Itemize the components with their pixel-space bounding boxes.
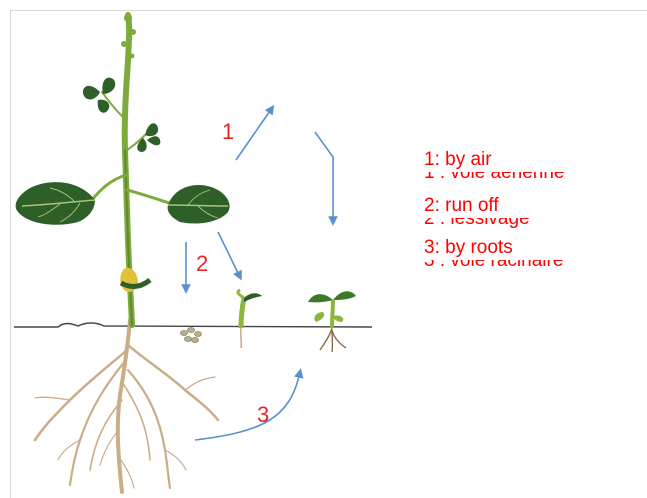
root-system <box>35 320 218 492</box>
bean-pod <box>120 268 150 292</box>
legend-item-3: 3: by roots <box>424 238 513 257</box>
label-number-1: 1 <box>222 121 234 143</box>
arrow-air-up <box>236 108 272 160</box>
arrow-roots <box>195 372 300 440</box>
legend-item-1-original: 1 : voie aerienne <box>424 172 565 184</box>
legend-item-2: 2: run off <box>424 196 499 215</box>
label-number-3: 3 <box>257 404 269 426</box>
leaf-right <box>168 185 230 224</box>
leaf-left <box>16 182 95 225</box>
seedling-large <box>308 291 356 352</box>
ground-line <box>14 323 372 327</box>
legend-item-3-original: 3 : voie racinaire <box>424 260 563 272</box>
seeds-on-soil <box>181 328 202 343</box>
arrow-runoff-right <box>218 232 240 277</box>
label-number-2: 2 <box>196 253 208 275</box>
legend-item-2-original: 2 : lessivage <box>424 218 530 230</box>
arrow-air-down <box>315 132 333 222</box>
legend-item-1: 1: by air <box>424 150 492 169</box>
seedling-small <box>238 290 262 348</box>
